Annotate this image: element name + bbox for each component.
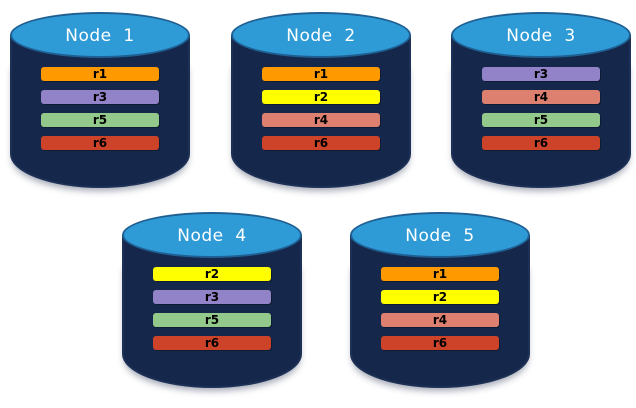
replica-bar-r5: r5 [153, 313, 271, 327]
replica-bar-r6: r6 [262, 136, 380, 150]
node-top-ellipse [451, 12, 631, 58]
replica-label: r4 [533, 90, 549, 104]
replica-list: r3 r4 r5 r6 [482, 67, 600, 150]
replica-label: r2 [204, 267, 220, 281]
replica-bar-r6: r6 [153, 336, 271, 350]
replica-bar-r6: r6 [41, 136, 159, 150]
replica-label: r1 [313, 67, 329, 81]
replica-label: r3 [533, 67, 549, 81]
replica-bar-r3: r3 [41, 90, 159, 104]
replica-list: r1 r2 r4 r6 [381, 267, 499, 350]
replica-label: r3 [92, 90, 108, 104]
node-top-ellipse [122, 212, 302, 258]
replica-label: r6 [533, 136, 549, 150]
replica-bar-r6: r6 [482, 136, 600, 150]
replica-list: r2 r3 r5 r6 [153, 267, 271, 350]
replica-bar-r1: r1 [381, 267, 499, 281]
replica-label: r4 [313, 113, 329, 127]
replica-bar-r4: r4 [482, 90, 600, 104]
replica-bar-r1: r1 [262, 67, 380, 81]
replica-label: r5 [533, 113, 549, 127]
replica-list: r1 r3 r5 r6 [41, 67, 159, 150]
replica-bar-r6: r6 [381, 336, 499, 350]
replica-label: r4 [432, 313, 448, 327]
replica-list: r1 r2 r4 r6 [262, 67, 380, 150]
replica-label: r1 [432, 267, 448, 281]
replica-bar-r2: r2 [153, 267, 271, 281]
replica-bar-r5: r5 [41, 113, 159, 127]
replica-bar-r5: r5 [482, 113, 600, 127]
replica-bar-r4: r4 [262, 113, 380, 127]
node-title: Node 3 [506, 26, 576, 46]
replica-bar-r4: r4 [381, 313, 499, 327]
replica-label: r5 [204, 313, 220, 327]
replica-label: r2 [313, 90, 329, 104]
node-cylinder-3: Node 3 r3 r4 r5 r6 [451, 12, 631, 188]
node-title: Node 1 [65, 26, 135, 46]
node-title: Node 4 [177, 226, 247, 246]
replica-label: r5 [92, 113, 108, 127]
node-title: Node 5 [405, 226, 475, 246]
node-title: Node 2 [286, 26, 356, 46]
replica-label: r6 [432, 336, 448, 350]
replica-bar-r2: r2 [381, 290, 499, 304]
node-cylinder-2: Node 2 r1 r2 r4 r6 [231, 12, 411, 188]
replica-label: r6 [92, 136, 108, 150]
node-cylinder-5: Node 5 r1 r2 r4 r6 [350, 212, 530, 388]
replica-label: r3 [204, 290, 220, 304]
replica-bar-r3: r3 [153, 290, 271, 304]
node-top-ellipse [10, 12, 190, 58]
node-cylinder-4: Node 4 r2 r3 r5 r6 [122, 212, 302, 388]
replica-bar-r1: r1 [41, 67, 159, 81]
replica-label: r6 [313, 136, 329, 150]
node-top-ellipse [350, 212, 530, 258]
replica-bar-r2: r2 [262, 90, 380, 104]
node-top-ellipse [231, 12, 411, 58]
replica-label: r6 [204, 336, 220, 350]
replica-bar-r3: r3 [482, 67, 600, 81]
replica-label: r2 [432, 290, 448, 304]
node-cylinder-1: Node 1 r1 r3 r5 r6 [10, 12, 190, 188]
replica-label: r1 [92, 67, 108, 81]
